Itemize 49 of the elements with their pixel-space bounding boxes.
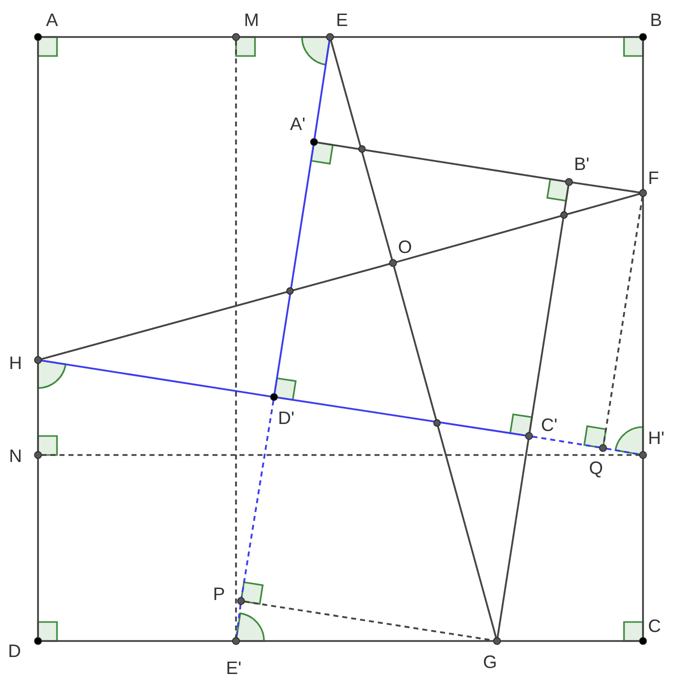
line-segment: [334, 36, 640, 38]
line-segment: [274, 145, 314, 394]
line-segment: [642, 196, 644, 452]
labeled-point: A': [290, 114, 318, 146]
labeled-point: B': [565, 154, 590, 186]
line-segment: [235, 40, 237, 638]
line-segment: [42, 36, 232, 38]
labeled-point: A: [34, 10, 58, 41]
labeled-point: D: [8, 637, 42, 661]
line-segment: [642, 40, 644, 190]
line-segment: [606, 448, 640, 456]
line-segment: [330, 40, 393, 260]
line-segment: [396, 193, 640, 263]
line-segment: [572, 182, 640, 194]
line-segment: [37, 40, 39, 356]
labeled-point: H: [9, 353, 42, 373]
line-segment: [277, 396, 526, 436]
line-segment: [496, 439, 530, 638]
line-segment: [528, 185, 570, 433]
line-segment: [314, 40, 330, 139]
labeled-point: G: [483, 637, 501, 672]
labeled-point: E: [326, 10, 348, 41]
line-segment: [393, 266, 497, 638]
labeled-point: C: [639, 616, 661, 645]
line-segment: [42, 454, 640, 456]
labeled-point: N: [9, 446, 42, 466]
line-segment: [500, 640, 640, 642]
line-segment: [532, 436, 600, 448]
line-segment: [240, 400, 274, 598]
labeled-point: E': [226, 637, 242, 678]
line-segment: [37, 364, 39, 452]
line-segment: [317, 142, 566, 182]
labeled-point: P: [213, 584, 245, 605]
labeled-point: O: [389, 237, 412, 267]
line-segment: [42, 640, 232, 642]
line-segment: [236, 604, 242, 638]
labeled-point: B: [639, 10, 662, 41]
labeled-point: H': [639, 428, 664, 459]
labeled-point: C': [525, 415, 558, 440]
labeled-point: M: [232, 10, 259, 41]
labeled-point: F: [639, 168, 659, 197]
labeled-point: D': [270, 393, 294, 428]
labeled-point: Q: [589, 444, 607, 478]
line-segment: [37, 458, 39, 638]
line-segment: [240, 640, 494, 642]
line-segment: [642, 458, 644, 638]
line-segment: [240, 36, 326, 38]
line-segment: [41, 360, 271, 398]
line-segment: [41, 263, 390, 360]
